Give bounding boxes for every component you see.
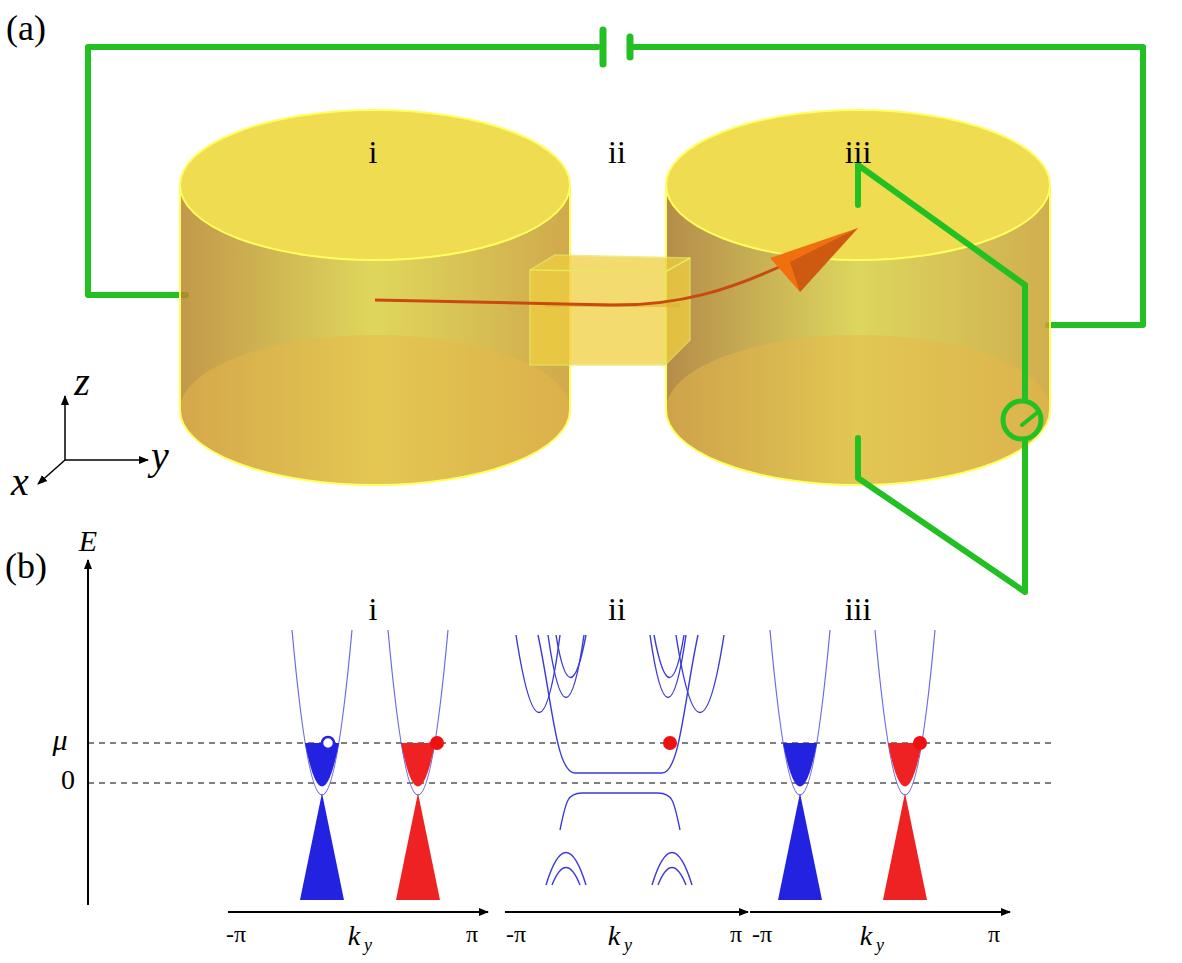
tick-label: π bbox=[466, 922, 478, 946]
axis-label: E bbox=[79, 526, 97, 556]
axis-label: k bbox=[348, 922, 360, 950]
region-label: iii bbox=[845, 136, 872, 168]
axis-subscript: y bbox=[364, 936, 372, 954]
region-label: ii bbox=[608, 136, 626, 168]
tick-label: -π bbox=[226, 922, 246, 946]
axis-label: k bbox=[860, 922, 872, 950]
band-axes bbox=[88, 560, 1055, 912]
panel-label: (a) bbox=[6, 10, 46, 46]
left-lead bbox=[180, 110, 570, 485]
weyl-cones-right bbox=[770, 630, 935, 900]
right-lead bbox=[666, 110, 1050, 485]
region-label: iii bbox=[845, 593, 872, 625]
region-label: i bbox=[369, 593, 378, 625]
electron-path bbox=[375, 228, 858, 305]
coordinate-axes bbox=[38, 396, 148, 484]
tick-label: -π bbox=[506, 922, 526, 946]
slab-subbands bbox=[516, 635, 724, 885]
axis-label: k bbox=[608, 922, 620, 950]
region-label: i bbox=[369, 136, 378, 168]
axis-label: z bbox=[74, 362, 90, 402]
tick-label: π bbox=[988, 922, 1000, 946]
tick-label: -π bbox=[752, 922, 772, 946]
region-label: ii bbox=[608, 593, 626, 625]
junction-slab bbox=[530, 255, 690, 365]
weyl-cones bbox=[292, 630, 448, 900]
panel-label: (b) bbox=[5, 548, 47, 584]
axis-label: y bbox=[151, 436, 169, 476]
axis-subscript: y bbox=[624, 936, 632, 954]
tick-label: π bbox=[730, 922, 742, 946]
level-label: 0 bbox=[61, 766, 75, 794]
axis-label: x bbox=[11, 462, 29, 502]
probe-wire bbox=[858, 165, 1041, 592]
level-label: μ bbox=[52, 725, 67, 755]
axis-subscript: y bbox=[876, 936, 884, 954]
